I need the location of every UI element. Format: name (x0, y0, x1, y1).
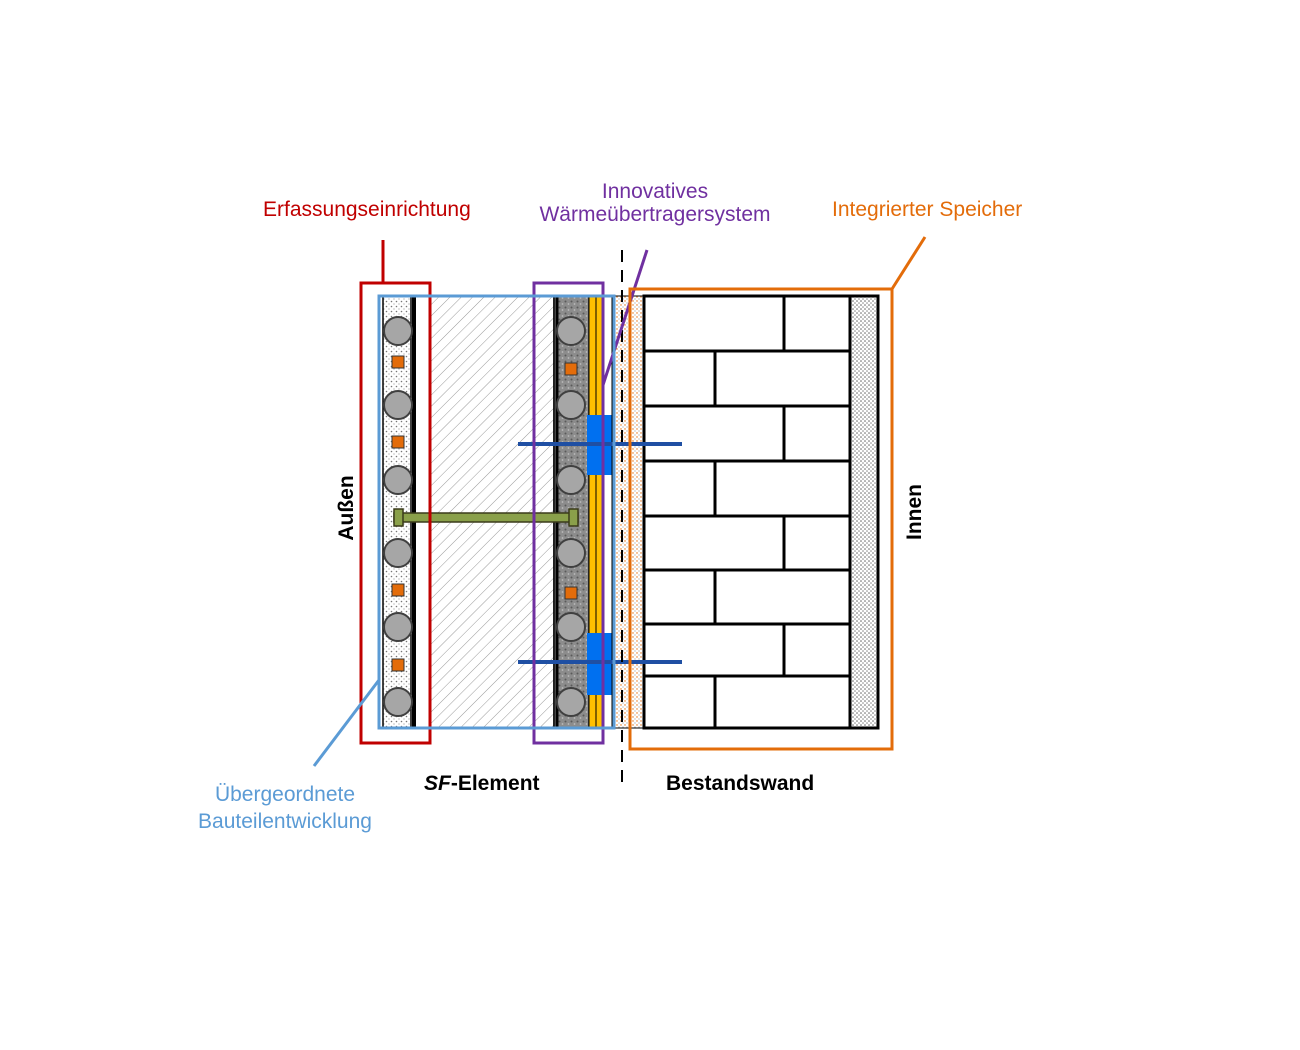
label-integrierter-speicher: Integrierter Speicher (832, 198, 1023, 221)
label-innen: Innen (903, 484, 926, 540)
brick-joints (644, 296, 850, 728)
label-innovatives-line1: Innovatives (601, 180, 709, 203)
label-erfassungseinrichtung: Erfassungseinrichtung (263, 198, 471, 221)
sensors-left (391, 355, 405, 672)
pipes-left (383, 316, 413, 717)
label-uebergeordnete-line1: Übergeordnete (214, 783, 356, 806)
frame-speicher (628, 287, 894, 751)
label-sf-element: SF-Element (424, 772, 540, 795)
label-sf-suffix: -Element (450, 772, 540, 795)
sensors-middle (564, 362, 578, 600)
frame-erfassung (359, 281, 432, 745)
inner-dotted-layer (611, 295, 645, 729)
label-uebergeordnete-line2: Bauteilentwicklung (198, 810, 372, 834)
label-bestandswand: Bestandswand (666, 772, 815, 795)
label-uebergeordnete: Übergeordnete Bauteilentwicklung (170, 783, 400, 833)
label-sf-prefix: SF (424, 772, 451, 795)
frame-bauteil (377, 294, 616, 730)
label-aussen: Außen (335, 475, 358, 541)
pipes-middle (556, 316, 586, 717)
green-connector (393, 512, 579, 523)
label-innovatives: Innovatives Wärmeübertragersystem (510, 180, 800, 226)
inner-plaster-layer (848, 294, 880, 730)
brick-wall (642, 294, 852, 730)
label-innovatives-line2: Wärmeübertragersystem (539, 203, 771, 227)
frame-waermeuebertrager (532, 281, 605, 745)
